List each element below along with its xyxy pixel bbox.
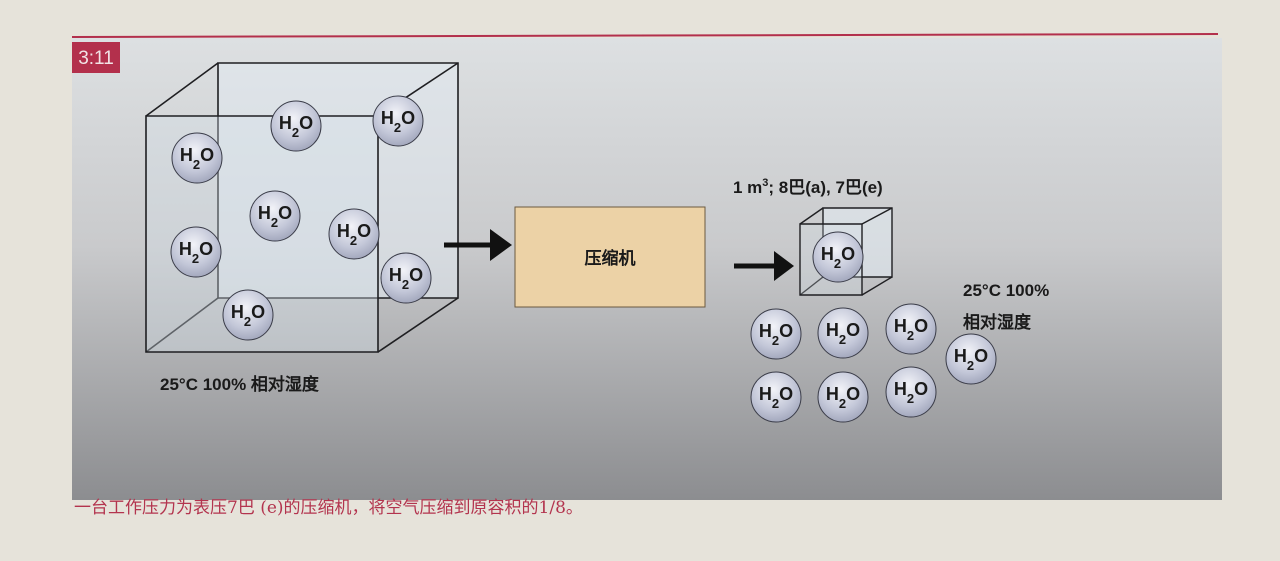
- molecule-label: H2O: [231, 302, 265, 329]
- right-condition-line1: 25°C 100%: [963, 281, 1049, 300]
- compressed-volume-label: 1 m3; 8巴(a), 7巴(e): [733, 177, 883, 197]
- molecule-sphere: [249, 190, 301, 242]
- water-molecule: H2O: [170, 226, 222, 278]
- water-molecule: H2O: [817, 371, 869, 423]
- molecule-label: H2O: [826, 320, 860, 347]
- molecule-sphere: [945, 333, 997, 385]
- molecule-label: H2O: [759, 384, 793, 411]
- figure-number-badge: [72, 42, 120, 73]
- water-molecule: H2O: [372, 95, 424, 147]
- condensed-molecules: H2O H2O H2O H2O H2O H2O H2O: [750, 303, 997, 423]
- molecule-sphere: [817, 371, 869, 423]
- water-molecule: H2O: [328, 208, 380, 260]
- molecule-label: H2O: [894, 379, 928, 406]
- top-rule: [71, 33, 1219, 38]
- water-molecule: H2O: [750, 308, 802, 360]
- water-molecule: H2O: [945, 333, 997, 385]
- compressed-molecule: H2O: [812, 231, 864, 283]
- water-molecule: H2O: [812, 231, 864, 283]
- molecule-sphere: [885, 303, 937, 355]
- water-molecule: H2O: [270, 100, 322, 152]
- right-condition-line2: 相对湿度: [963, 312, 1032, 332]
- molecule-sphere: [750, 308, 802, 360]
- molecule-label: H2O: [954, 346, 988, 373]
- molecule-sphere: [270, 100, 322, 152]
- water-molecule: H2O: [171, 132, 223, 184]
- molecule-sphere: [380, 252, 432, 304]
- left-condition-label: 25°C 100% 相对湿度: [160, 374, 320, 394]
- water-molecule: H2O: [249, 190, 301, 242]
- molecule-label: H2O: [279, 113, 313, 140]
- water-molecule: H2O: [885, 303, 937, 355]
- compressor-label: 压缩机: [585, 248, 636, 268]
- molecule-label: H2O: [337, 221, 371, 248]
- molecule-label: H2O: [826, 384, 860, 411]
- molecule-label: H2O: [389, 265, 423, 292]
- molecule-label: H2O: [894, 316, 928, 343]
- molecule-sphere: [328, 208, 380, 260]
- molecule-label: H2O: [381, 108, 415, 135]
- molecule-sphere: [222, 289, 274, 341]
- figure-caption: 一台工作压力为表压7巴 (e)的压缩机，将空气压缩到原容积的1/8。: [74, 498, 583, 518]
- molecule-label: H2O: [258, 203, 292, 230]
- water-molecule: H2O: [750, 371, 802, 423]
- water-molecule: H2O: [222, 289, 274, 341]
- molecule-label: H2O: [179, 239, 213, 266]
- water-molecule: H2O: [380, 252, 432, 304]
- molecule-sphere: [170, 226, 222, 278]
- compressor-box: [514, 206, 706, 308]
- molecule-label: H2O: [759, 321, 793, 348]
- arrow-right-icon: [444, 229, 512, 261]
- molecule-sphere: [817, 307, 869, 359]
- arrow-right-icon: [734, 251, 794, 281]
- molecule-sphere: [812, 231, 864, 283]
- left-molecules: H2O H2O H2O H2O H2O H2O H2O H2O: [170, 95, 432, 341]
- molecule-sphere: [885, 366, 937, 418]
- molecule-label: H2O: [821, 244, 855, 271]
- figure-number: 3:11: [78, 48, 114, 69]
- molecule-sphere: [750, 371, 802, 423]
- water-molecule: H2O: [817, 307, 869, 359]
- water-molecule: H2O: [885, 366, 937, 418]
- molecule-sphere: [372, 95, 424, 147]
- molecule-label: H2O: [180, 145, 214, 172]
- molecule-sphere: [171, 132, 223, 184]
